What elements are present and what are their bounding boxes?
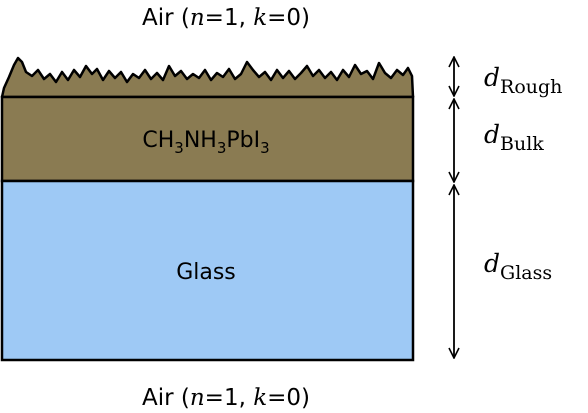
perovskite-formula-label: CH3NH3PbI3 [142,128,269,157]
bottom-air-label: Air (n=1, k=0) [142,385,310,411]
glass-substrate-layer [0,179,415,362]
rough-layer [0,56,415,99]
glass-label: Glass [176,260,236,285]
top-air-label: Air (n=1, k=0) [142,5,310,31]
glass-thickness-label: dGlass [484,249,552,284]
bulk-thickness-label: dBulk [484,120,544,155]
rough-thickness-label: dRough [484,63,562,98]
perovskite-bulk-layer [0,95,415,183]
